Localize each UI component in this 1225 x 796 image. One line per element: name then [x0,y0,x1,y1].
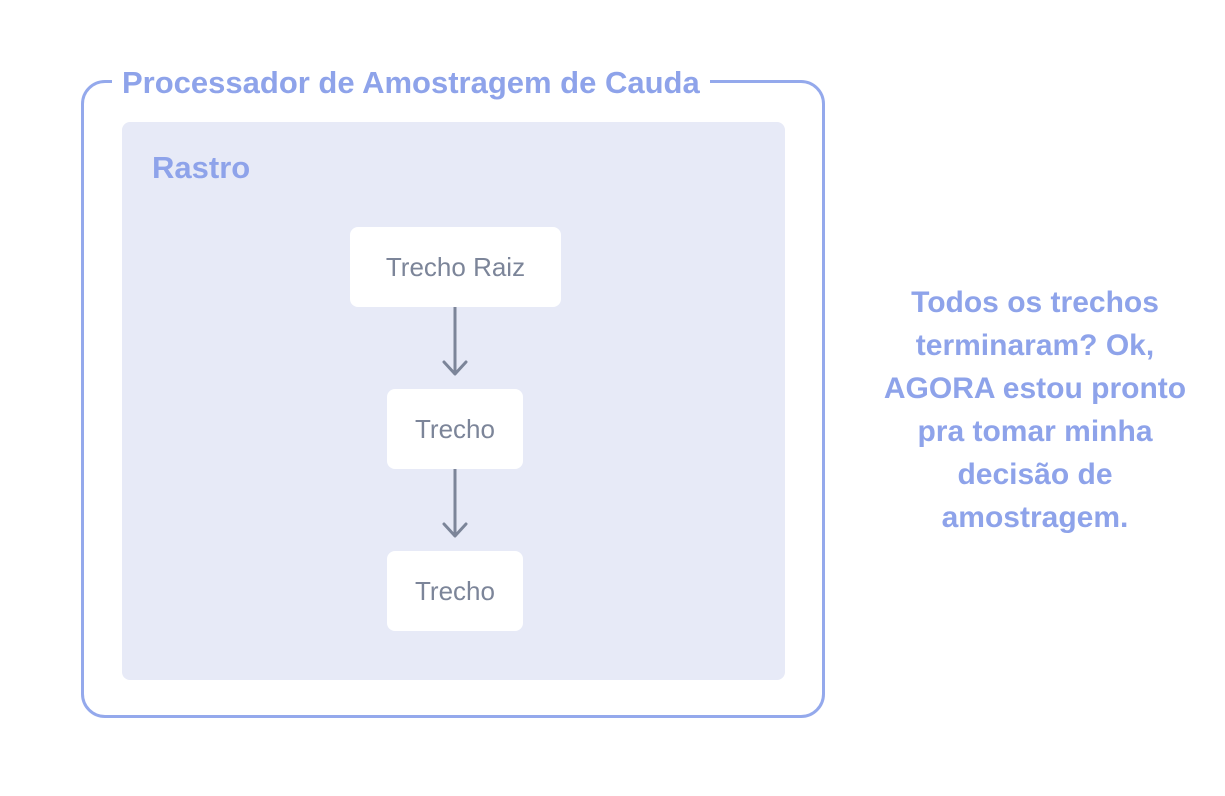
root-span-label: Trecho Raiz [385,251,526,282]
span-label: Trecho [415,413,495,444]
root-span-node: Trecho Raiz [350,227,561,307]
container-title: Processador de Amostragem de Cauda [112,62,710,104]
arrow-down-icon [442,307,468,376]
trace-panel-title: Rastro [152,150,251,185]
sampling-decision-note: Todos os trechos terminaram? Ok, AGORA e… [883,286,1187,534]
span-node: Trecho [387,551,523,631]
arrow-down-icon [442,469,468,538]
span-node: Trecho [387,389,523,469]
span-label: Trecho [415,575,495,606]
